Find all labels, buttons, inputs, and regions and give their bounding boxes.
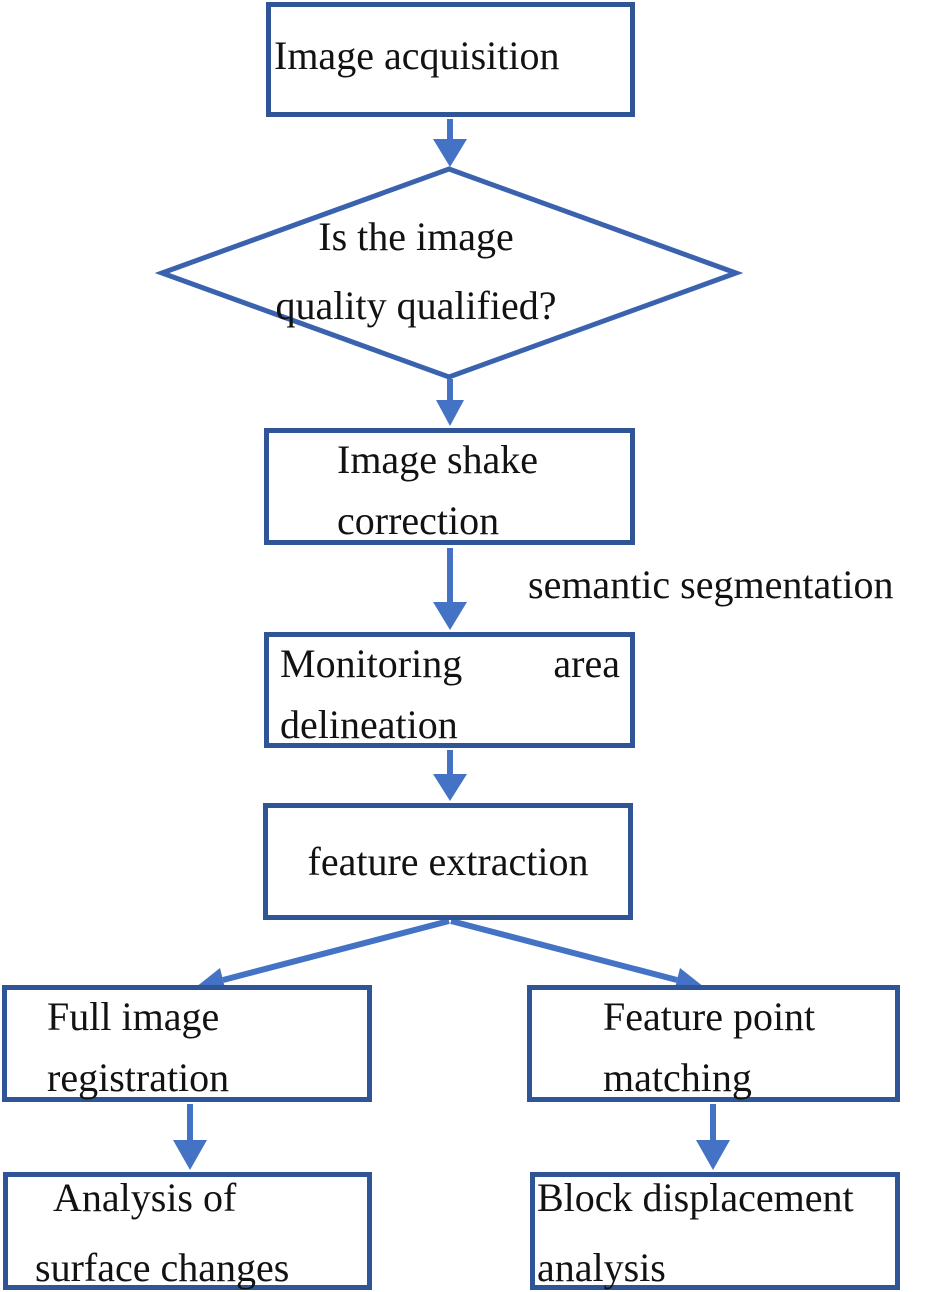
node-label-line: delineation [280,702,458,747]
node-label-line: Full image [47,994,220,1039]
arrow-feature-extraction-to-feature-point-matching [450,918,704,992]
node-label: Image acquisition [274,33,560,78]
arrow-registration-to-surface-analysis [173,1104,207,1170]
node-label-line: surface changes [35,1245,290,1290]
node-feature-extraction: feature extraction [263,803,633,920]
node-label-line: quality qualified? [275,283,557,328]
node-analysis-of-surface-changes: Analysis of surface changes [3,1172,372,1290]
node-label-word: area [553,641,620,686]
arrow-decision-to-shake-correction [436,379,464,426]
node-label-line: Image shake [337,437,539,482]
node-label-line: Is the image [318,214,514,259]
node-label-line: Monitoring area [280,633,620,694]
node-label-line: analysis [537,1245,666,1290]
node-label-word: Monitoring [280,641,463,686]
node-label-line: Block displacement [537,1175,854,1220]
node-image-shake-correction: Image shake correction [264,428,635,545]
node-label-line: correction [337,498,500,543]
arrow-shake-correction-to-monitoring-area [433,548,467,630]
arrow-acquisition-to-decision [433,119,467,167]
node-block-displacement-analysis: Block displacement analysis [530,1172,900,1290]
node-label-line: Analysis of [53,1175,237,1220]
node-full-image-registration: Full image registration [2,985,372,1102]
node-image-acquisition: Image acquisition [266,2,635,117]
node-label: feature extraction [307,839,589,884]
node-label-line: matching [603,1055,752,1100]
arrow-feature-extraction-to-full-image-registration [196,918,450,992]
arrow-monitoring-area-to-feature-extraction [433,750,467,801]
node-quality-check-label: Is the image quality qualified? [131,202,701,340]
node-label-line: registration [47,1055,230,1100]
decision-diamond-shape [154,166,744,380]
edge-label-semantic-segmentation: semantic segmentation [528,562,894,607]
node-monitoring-area-delineation: Monitoring area delineation [264,632,635,748]
arrow-matching-to-block-displacement [696,1104,730,1170]
node-label-line: Feature point [603,994,816,1039]
node-feature-point-matching: Feature point matching [527,985,900,1102]
